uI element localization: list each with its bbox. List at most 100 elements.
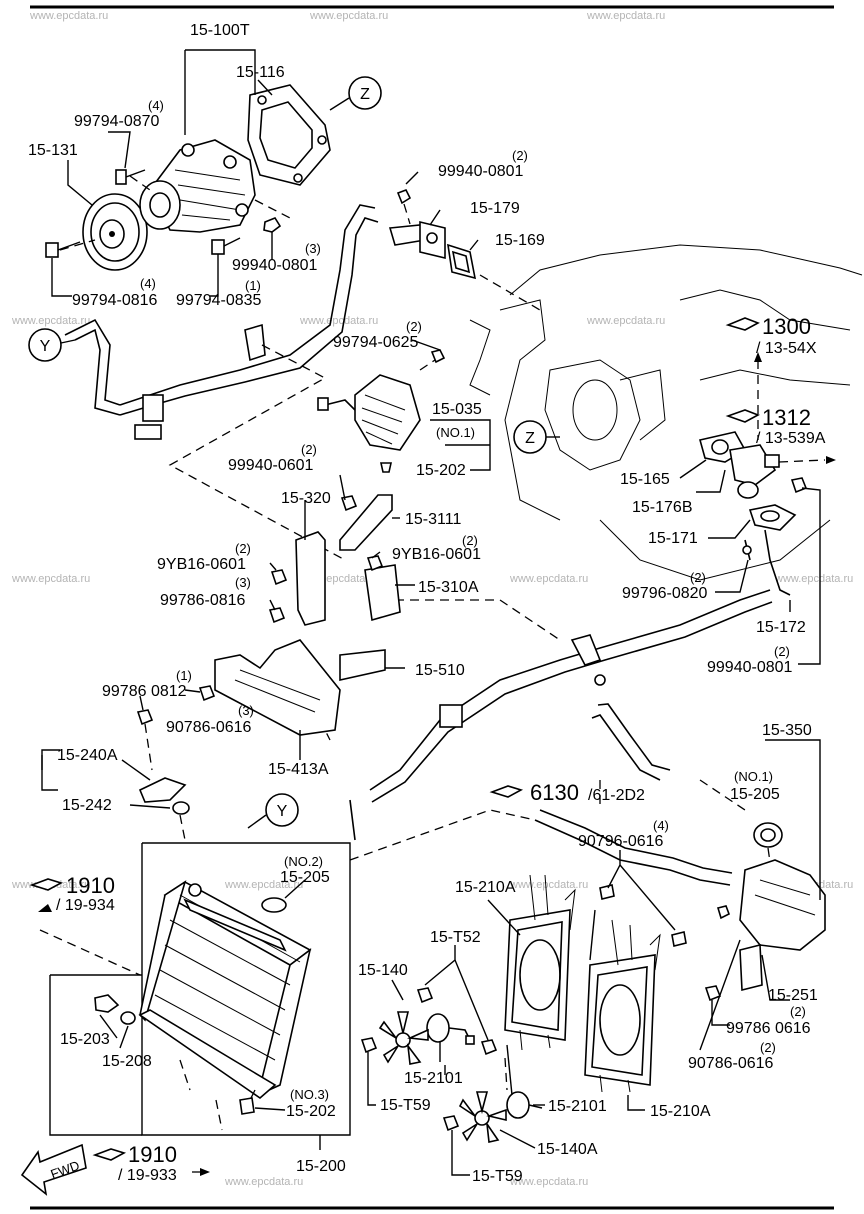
- label-15-T52: 15-T52: [430, 929, 481, 946]
- fan-blade-15-140: [378, 979, 429, 1065]
- reference-1910-a: 1910 / 19-934: [29, 873, 141, 976]
- svg-text:(2): (2): [301, 442, 317, 457]
- svg-text:6130: 6130: [530, 780, 579, 805]
- svg-text:(NO.1): (NO.1): [734, 769, 773, 784]
- label-9YB16-0601-left: 9YB16-0601: [157, 556, 246, 573]
- label-15-T59-lower: 15-T59: [472, 1168, 523, 1185]
- label-99794-0625: 99794-0625: [333, 334, 419, 351]
- svg-text:(3): (3): [238, 703, 254, 718]
- label-15-140: 15-140: [358, 962, 408, 979]
- svg-text:1910: 1910: [128, 1142, 177, 1167]
- svg-text:(1): (1): [245, 278, 261, 293]
- dashed-connections: [168, 344, 746, 811]
- coolant-reservoir-15-350: [716, 739, 826, 951]
- svg-text:/ 19-933: / 19-933: [118, 1167, 177, 1184]
- label-15-169: 15-169: [495, 232, 545, 249]
- label-15-100T: 15-100T: [190, 22, 250, 39]
- label-15-035: 15-035: [432, 401, 482, 418]
- svg-text:www.epcdata.ru: www.epcdata.ru: [29, 10, 108, 22]
- svg-text:Z: Z: [525, 430, 535, 447]
- label-15-2101-lower: 15-2101: [548, 1098, 607, 1115]
- svg-text:1910: 1910: [66, 873, 115, 898]
- watermarks: www.epcdata.ru www.epcdata.ru www.epcdat…: [11, 10, 853, 1188]
- reference-1312: 1312 / 13-539A: [725, 405, 826, 447]
- label-99786-0616: 99786 0616: [726, 1020, 811, 1037]
- reference-1300: 1300 / 13-54X: [725, 314, 817, 440]
- label-15-172: 15-172: [756, 619, 806, 636]
- fan-motor-15-2101-a: [416, 987, 475, 1062]
- label-15-131: 15-131: [28, 142, 78, 159]
- svg-text:(1): (1): [176, 668, 192, 683]
- bolt-99794-0835-icon: [211, 237, 241, 255]
- label-15-165: 15-165: [620, 471, 670, 488]
- svg-text:www.epcdata.ru: www.epcdata.ru: [586, 315, 665, 327]
- label-15-205-reservoir: 15-205: [730, 786, 780, 803]
- screws-90796-0616: [599, 850, 687, 947]
- svg-text:(4): (4): [148, 98, 164, 113]
- label-99794-0835: 99794-0835: [176, 292, 262, 309]
- label-99786-0816: 99786-0816: [160, 592, 246, 609]
- label-99940-0801-top: 99940-0801: [438, 163, 524, 180]
- label-15-202-lower: 15-202: [286, 1103, 336, 1120]
- svg-text:(4): (4): [140, 276, 156, 291]
- reference-1910-b: 1910 / 19-933: [92, 1142, 210, 1184]
- leaders-top-left: [51, 49, 273, 297]
- upper-long-hose: [64, 204, 379, 440]
- label-15-210A-lower: 15-210A: [650, 1103, 711, 1120]
- svg-text:(3): (3): [235, 575, 251, 590]
- fan-nut-15-T59-a: [360, 1037, 378, 1106]
- svg-text:Y: Y: [277, 803, 288, 820]
- svg-text:/ 19-934: / 19-934: [56, 897, 115, 914]
- svg-text:(2): (2): [760, 1040, 776, 1055]
- label-90786-0616-lower: 90786-0616: [688, 1055, 774, 1072]
- svg-text:1300: 1300: [762, 314, 811, 339]
- svg-text:(2): (2): [462, 533, 478, 548]
- reference-6130: 6130 /61-2D2: [489, 780, 645, 805]
- callout-y-top: Y: [28, 328, 76, 362]
- label-99940-0801-right: 99940-0801: [707, 659, 793, 676]
- label-9YB16-0601-right: 9YB16-0601: [392, 546, 481, 563]
- svg-text:(2): (2): [406, 319, 422, 334]
- label-15-320: 15-320: [281, 490, 331, 507]
- part-number-labels: 15-100T 15-116 (4) 99794-0870 15-131 (2)…: [28, 22, 818, 1185]
- label-90786-0616-upper: 90786-0616: [166, 719, 252, 736]
- label-99796-0820: 99796-0820: [622, 585, 708, 602]
- fan-motor-15-035: [317, 339, 446, 473]
- label-99786-0812: 99786 0812: [102, 683, 187, 700]
- label-15-240A: 15-240A: [57, 747, 118, 764]
- label-15-200: 15-200: [296, 1158, 346, 1175]
- label-15-116: 15-116: [236, 64, 285, 81]
- svg-text:www.epcdata.ru: www.epcdata.ru: [509, 879, 588, 891]
- fan-blade-15-140A: [458, 1091, 536, 1149]
- svg-text:Y: Y: [40, 338, 51, 355]
- label-15-171: 15-171: [648, 530, 698, 547]
- label-99794-0816: 99794-0816: [72, 292, 158, 309]
- label-15-310A: 15-310A: [418, 579, 479, 596]
- water-pump-assembly: [45, 84, 331, 271]
- svg-text:(4): (4): [653, 818, 669, 833]
- leaders-fan: [424, 899, 741, 1111]
- svg-text:/61-2D2: /61-2D2: [588, 787, 645, 804]
- label-15-T59-upper: 15-T59: [380, 1097, 431, 1114]
- label-15-350: 15-350: [762, 722, 812, 739]
- svg-text:www.epcdata.ru: www.epcdata.ru: [11, 573, 90, 585]
- fan-shroud-upper: [504, 874, 576, 1051]
- lower-radiator-hose: [349, 589, 773, 841]
- svg-text:(NO.2): (NO.2): [284, 854, 323, 869]
- fan-shroud-lower: [584, 919, 661, 1093]
- brackets: [136, 474, 415, 771]
- svg-text:/ 13-539A: / 13-539A: [756, 430, 826, 447]
- callout-z-top: Z: [329, 76, 382, 111]
- water-outlet-15-179: [388, 171, 479, 280]
- svg-text:(2): (2): [774, 644, 790, 659]
- label-15-3111: 15-3111: [405, 511, 461, 528]
- svg-text:www.epcdata.ru: www.epcdata.ru: [509, 573, 588, 585]
- fan-nut-15-T59-b: [442, 1115, 470, 1176]
- label-15-242: 15-242: [62, 797, 112, 814]
- svg-text:(3): (3): [305, 241, 321, 256]
- label-15-413A: 15-413A: [268, 761, 329, 778]
- bolt-99794-0816-icon: [45, 241, 81, 258]
- svg-text:www.epcdata.ru: www.epcdata.ru: [11, 315, 90, 327]
